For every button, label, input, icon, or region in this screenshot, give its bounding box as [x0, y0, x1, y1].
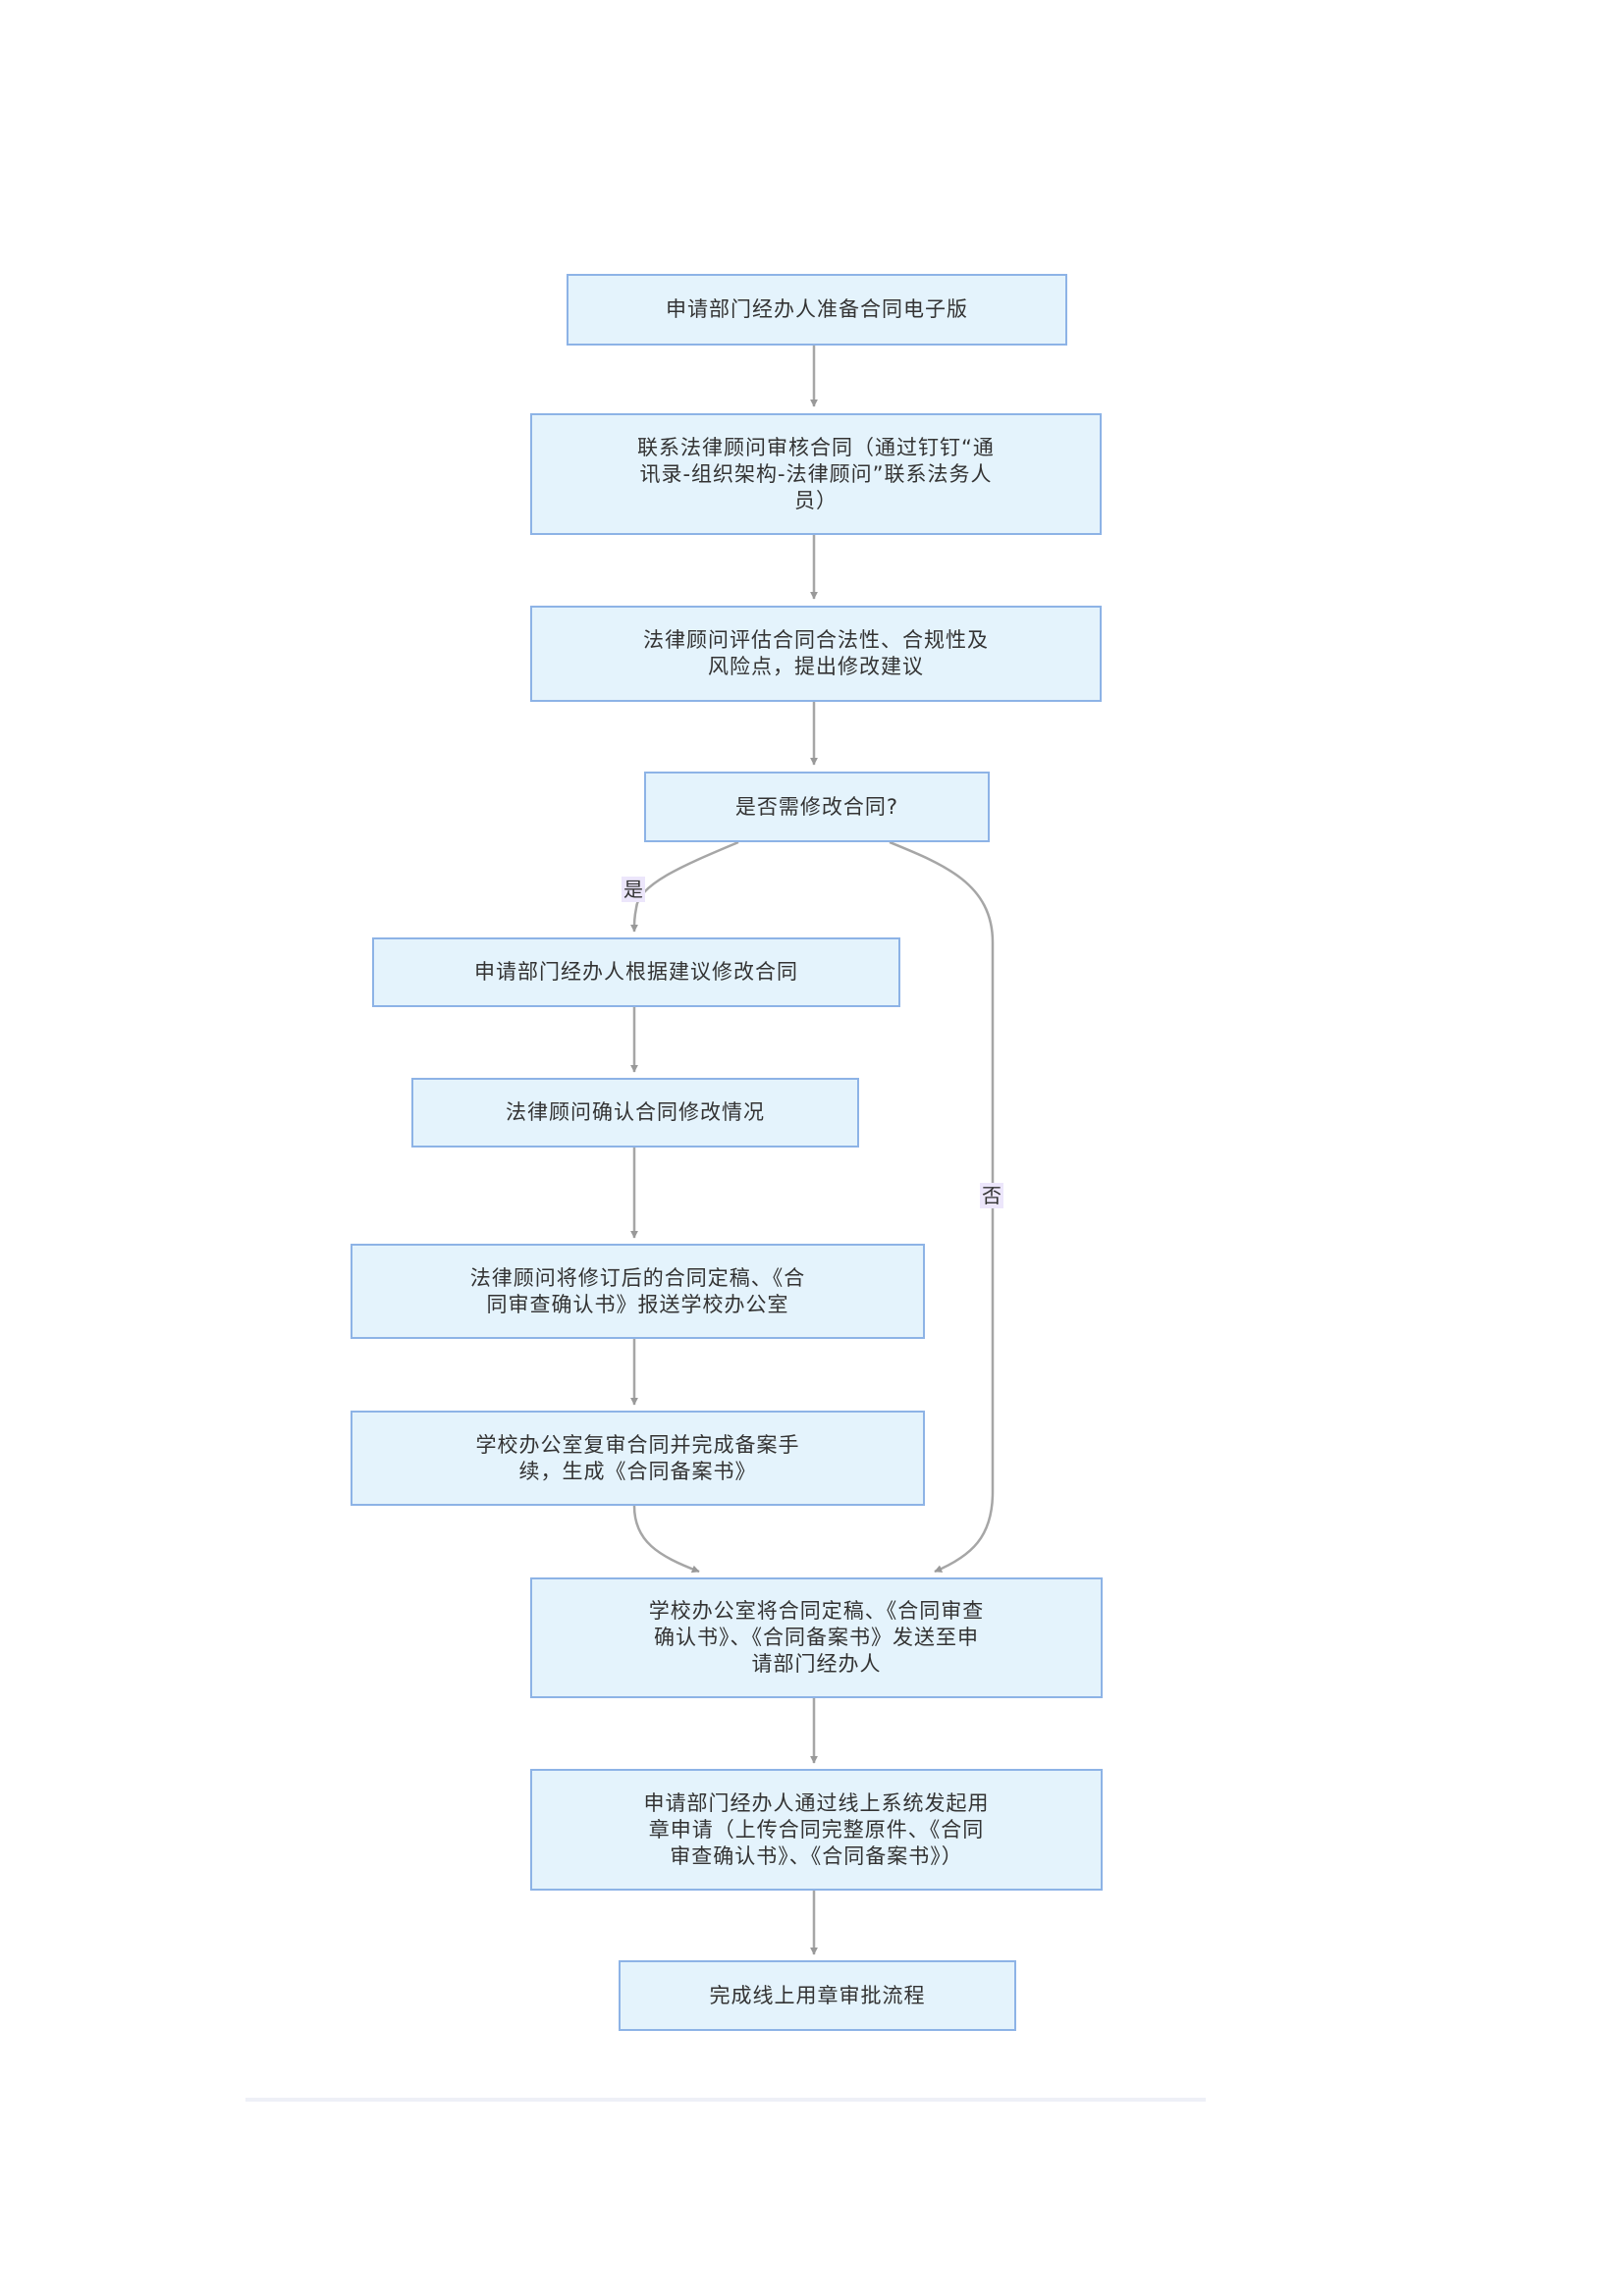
- node-submit-to-office: 法律顾问将修订后的合同定稿、《合 同审查确认书》报送学校办公室: [351, 1244, 925, 1339]
- node-legal-evaluation: 法律顾问评估合同合法性、合规性及 风险点，提出修改建议: [530, 606, 1102, 702]
- node-modify-contract: 申请部门经办人根据建议修改合同: [372, 937, 900, 1007]
- node-text: 是否需修改合同?: [734, 794, 899, 819]
- node-contact-legal-advisor: 联系法律顾问审核合同（通过钉钉“通 讯录-组织架构-法律顾问”联系法务人 员）: [530, 413, 1102, 535]
- node-text: 法律顾问将修订后的合同定稿、《合 同审查确认书》报送学校办公室: [469, 1265, 806, 1316]
- node-text: 法律顾问评估合同合法性、合规性及 风险点，提出修改建议: [643, 628, 989, 678]
- edge-n4-n5-yes: [630, 840, 739, 933]
- page-divider: [245, 2098, 1206, 2102]
- node-office-review-filing: 学校办公室复审合同并完成备案手 续，生成《合同备案书》: [351, 1411, 925, 1506]
- edge-label-yes: 是: [622, 877, 645, 902]
- edge-n4-n9-no: [889, 840, 995, 1574]
- node-text: 申请部门经办人准备合同电子版: [666, 297, 968, 321]
- node-text: 申请部门经办人通过线上系统发起用 章申请（上传合同完整原件、《合同 审查确认书》…: [643, 1790, 990, 1868]
- node-complete-approval: 完成线上用章审批流程: [619, 1960, 1016, 2031]
- node-text: 法律顾问确认合同修改情况: [506, 1100, 765, 1124]
- decision-need-modification: 是否需修改合同?: [644, 772, 990, 842]
- node-online-seal-application: 申请部门经办人通过线上系统发起用 章申请（上传合同完整原件、《合同 审查确认书》…: [530, 1769, 1103, 1891]
- node-text: 联系法律顾问审核合同（通过钉钉“通 讯录-组织架构-法律顾问”联系法务人 员）: [637, 435, 995, 512]
- node-text: 学校办公室复审合同并完成备案手 续，生成《合同备案书》: [475, 1432, 800, 1483]
- node-text: 完成线上用章审批流程: [709, 1983, 926, 2007]
- edge-n8-n9: [632, 1505, 700, 1574]
- node-confirm-modification: 法律顾问确认合同修改情况: [411, 1078, 859, 1148]
- node-text: 申请部门经办人根据建议修改合同: [474, 960, 798, 984]
- node-office-send-documents: 学校办公室将合同定稿、《合同审查 确认书》、《合同备案书》发送至申 请部门经办人: [530, 1577, 1103, 1698]
- node-prepare-contract: 申请部门经办人准备合同电子版: [567, 274, 1067, 346]
- node-text: 学校办公室将合同定稿、《合同审查 确认书》、《合同备案书》发送至申 请部门经办人: [648, 1599, 985, 1676]
- edge-label-no: 否: [980, 1183, 1003, 1208]
